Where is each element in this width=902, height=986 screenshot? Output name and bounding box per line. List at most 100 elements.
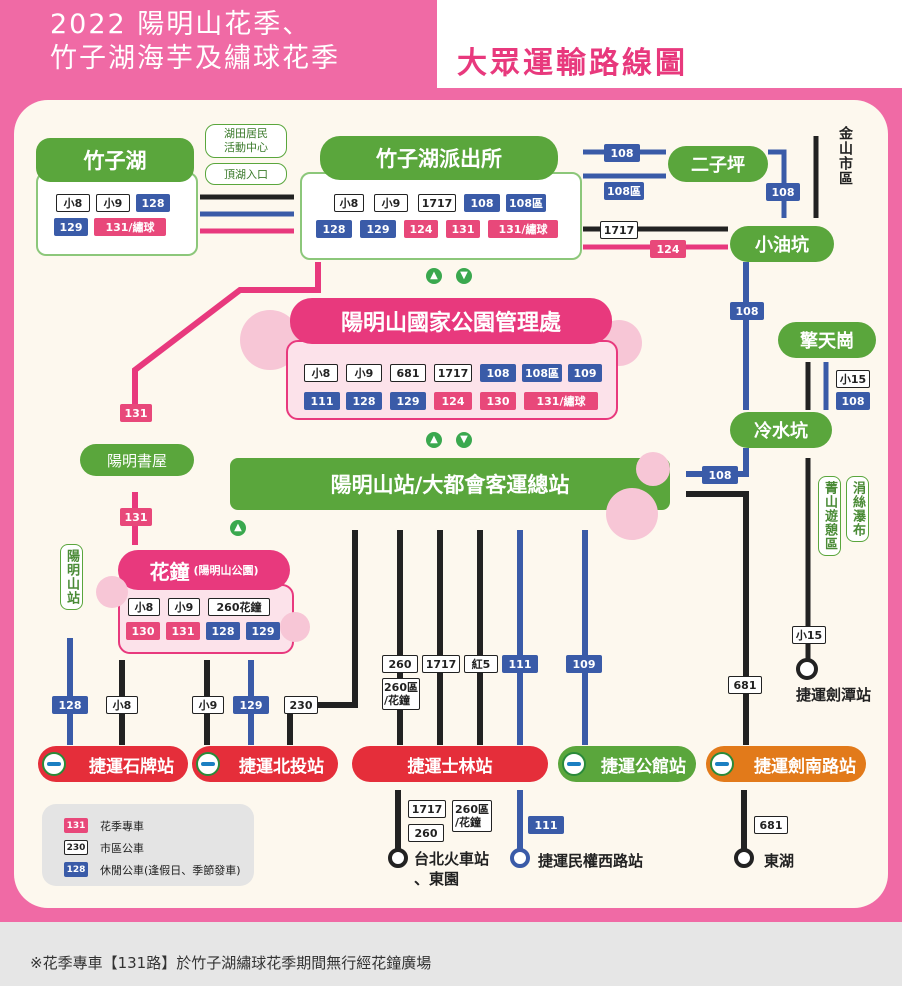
terminal-stop-icon: [510, 848, 530, 868]
label-jinshan: 金山市區: [837, 126, 853, 186]
route-tag: 128: [316, 220, 352, 238]
flower-icon: [606, 488, 658, 540]
route-tag: 108: [730, 302, 764, 320]
route-tag: 小8: [334, 194, 364, 212]
route-tag: 111: [304, 392, 340, 410]
route-tag: 111: [502, 655, 538, 673]
arrow-up-icon: ▲: [426, 432, 442, 448]
label-taipei-main: 台北火車站: [414, 850, 490, 868]
station-yangming-book[interactable]: 陽明書屋: [80, 444, 194, 476]
route-tag: 108區: [506, 194, 546, 212]
route-230-line: [318, 530, 358, 708]
station-huazhong[interactable]: 花鐘 (陽明山公園): [118, 550, 290, 590]
legend-text: 花季專車: [100, 820, 144, 833]
route-tag: 129: [360, 220, 396, 238]
huazhong-sub: (陽明山公園): [193, 564, 259, 577]
route-tag: 130: [126, 622, 160, 640]
route-tag: 108區: [522, 364, 562, 382]
route-tag: 108區: [604, 182, 644, 200]
label-donghu: 東湖: [764, 852, 795, 870]
route-tag: 1717: [434, 364, 472, 382]
arrow-down-icon: ▼: [456, 268, 472, 284]
page-subtitle: 大眾運輸路線圖: [457, 46, 688, 81]
route-tag: 129: [233, 696, 269, 714]
station-xiaoyoukeng[interactable]: 小油坑: [730, 226, 834, 262]
title-line-1: 2022 陽明山花季、: [50, 9, 312, 40]
route-tag: 129: [246, 622, 280, 640]
legend-code: 230: [64, 840, 88, 855]
station-terminal[interactable]: 陽明山站/大都會客運總站: [230, 458, 670, 510]
legend-text: 休閒公車(逢假日、季節發車): [100, 864, 241, 877]
route-tag: 129: [54, 218, 88, 236]
mrt-logo-icon: [710, 752, 734, 776]
route-tag: 小8: [56, 194, 90, 212]
page-title: 2022 陽明山花季、 竹子湖海芋及繡球花季: [50, 8, 340, 76]
arrow-up-icon: ▲: [230, 520, 246, 536]
station-police[interactable]: 竹子湖派出所: [320, 136, 558, 180]
arrow-down-icon: ▼: [456, 432, 472, 448]
route-tag: 128: [136, 194, 170, 212]
route-tag: 129: [390, 392, 426, 410]
station-zhuzihu[interactable]: 竹子湖: [36, 138, 194, 182]
station-qingtiangang[interactable]: 擎天崗: [778, 322, 876, 358]
route-131-line: [132, 262, 321, 420]
route-tag: 131/繡球: [524, 392, 598, 410]
station-shilin[interactable]: 捷運士林站: [352, 746, 548, 782]
legend-text: 市區公車: [100, 842, 144, 855]
station-erziping[interactable]: 二子坪: [668, 146, 768, 182]
route-tag: 260: [382, 655, 418, 673]
route-tag: 108: [480, 364, 516, 382]
route-tag: 124: [404, 220, 438, 238]
route-tag: 108: [766, 183, 800, 201]
route-tag: 681: [754, 816, 788, 834]
station-park-hq[interactable]: 陽明山國家公園管理處: [290, 298, 612, 344]
legend-code: 128: [64, 862, 88, 877]
mrt-logo-icon: [562, 752, 586, 776]
route-tag: 130: [480, 392, 516, 410]
route-tag: 108: [464, 194, 500, 212]
route-tag: 260區 /花鐘: [452, 800, 492, 832]
flower-icon: [280, 612, 310, 642]
note-dinghu: 頂湖入口: [205, 163, 287, 185]
label-minquan: 捷運民權西路站: [538, 852, 644, 870]
arrow-up-icon: ▲: [426, 268, 442, 284]
route-tag: 109: [568, 364, 602, 382]
route-tag: 681: [390, 364, 426, 382]
route-tag: 230: [284, 696, 318, 714]
label-jingshan: 菁山遊憩區: [818, 476, 841, 556]
title-line-2: 竹子湖海芋及繡球花季: [50, 43, 340, 74]
label-juansi: 涓絲瀑布: [846, 476, 869, 542]
route-tag: 108: [702, 466, 738, 484]
route-tag: 小9: [192, 696, 224, 714]
route-tag: 1717: [422, 655, 460, 673]
route-tag: 109: [566, 655, 602, 673]
station-shipai[interactable]: 捷運石牌站: [38, 746, 188, 782]
route-681-line: [686, 491, 749, 745]
label-yangmingshan-stop: 陽明山站: [60, 544, 83, 610]
route-tag: 260區 /花鐘: [382, 678, 420, 710]
flower-icon: [636, 452, 670, 486]
route-tag: 108: [836, 392, 870, 410]
route-tag: 紅5: [464, 655, 498, 673]
route-tag: 1717: [600, 221, 638, 239]
title-box: [0, 0, 437, 88]
route-tag: 131/繡球: [488, 220, 558, 238]
route-tag: 小15: [792, 626, 826, 644]
label-jiantan: 捷運劍潭站: [796, 686, 872, 704]
route-tag: 128: [52, 696, 88, 714]
route-tag: 131: [120, 508, 152, 526]
note-hutian: 湖田居民 活動中心: [205, 124, 287, 158]
subtitle-area: [437, 0, 902, 88]
route-tag: 124: [650, 240, 686, 258]
route-tag: 124: [434, 392, 472, 410]
footer: [0, 922, 902, 986]
station-lengshuikeng[interactable]: 冷水坑: [730, 412, 832, 448]
mrt-logo-icon: [196, 752, 220, 776]
zhuzihu-panel: [36, 172, 198, 256]
route-tag: 260: [408, 824, 444, 842]
station-beitou[interactable]: 捷運北投站: [192, 746, 338, 782]
route-tag: 小9: [168, 598, 200, 616]
route-tag: 小8: [304, 364, 338, 382]
mrt-logo-icon: [42, 752, 66, 776]
route-tag: 128: [206, 622, 240, 640]
